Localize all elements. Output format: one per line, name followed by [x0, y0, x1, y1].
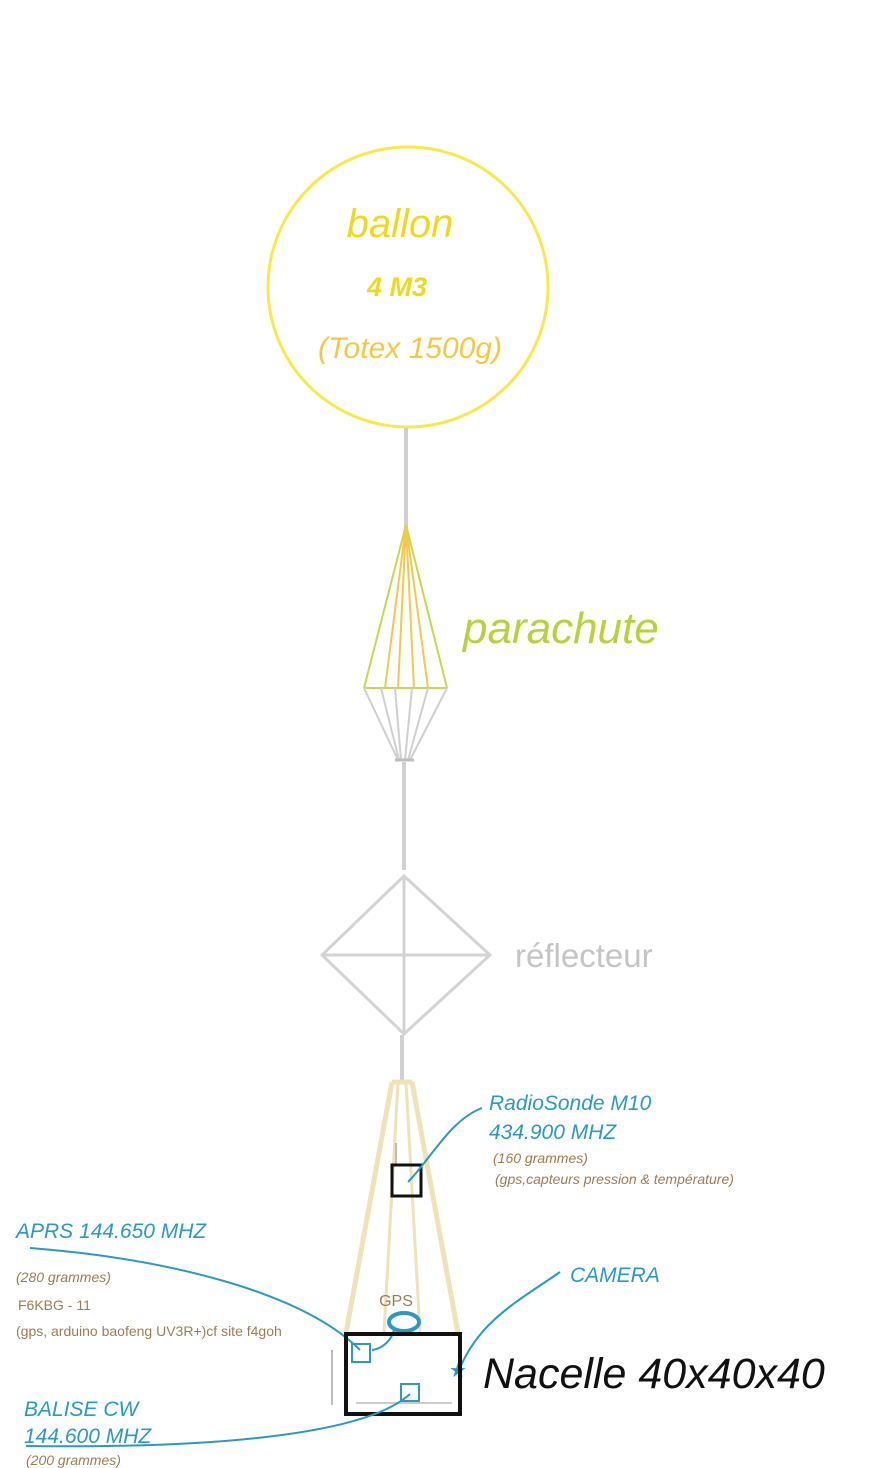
balise-frequency: 144.600 MHZ — [24, 1425, 152, 1448]
nacelle-box — [344, 1332, 462, 1416]
radiosonde-name: RadioSonde M10 — [489, 1092, 652, 1115]
parachute-label: parachute — [461, 604, 659, 653]
balloon-model: (Totex 1500g) — [318, 332, 502, 365]
parachute-shroud-lines — [363, 687, 448, 762]
balloon-title: ballon — [347, 202, 454, 246]
radar-reflector — [319, 873, 493, 1037]
reflector-label: réflecteur — [515, 937, 653, 974]
balloon: ballon 4 M3 (Totex 1500g) — [266, 145, 550, 429]
aprs-module — [351, 1343, 371, 1363]
balloon-volume: 4 M3 — [366, 272, 427, 302]
parachute: parachute — [363, 524, 659, 762]
camera-label: CAMERA — [570, 1264, 660, 1287]
radiosonde-details: (gps,capteurs pression & température) — [495, 1171, 734, 1187]
radiosonde-box — [390, 1163, 423, 1198]
balloon-envelope — [266, 145, 550, 429]
balise-cw: BALISE CW 144.600 MHZ (200 grammes) — [24, 1393, 411, 1468]
gps-antenna — [387, 1311, 421, 1333]
radiosonde-pointer — [407, 1107, 483, 1183]
nacelle: Nacelle 40x40x40 — [331, 1332, 825, 1416]
balise-name: BALISE CW — [24, 1398, 141, 1421]
gps-label: GPS — [379, 1293, 413, 1310]
radiosonde: RadioSonde M10 434.900 MHZ (160 grammes)… — [390, 1092, 734, 1198]
aprs-callsign: F6KBG - 11 — [18, 1297, 91, 1313]
aprs-details: (gps, arduino baofeng UV3R+)cf site f4go… — [16, 1323, 282, 1339]
radiosonde-weight: (160 grammes) — [493, 1150, 588, 1166]
aprs-pointer — [29, 1247, 361, 1351]
balise-module — [400, 1383, 420, 1402]
suspension-cords — [400, 428, 408, 1082]
radiosonde-frequency: 434.900 MHZ — [489, 1121, 617, 1144]
aprs-weight: (280 grammes) — [16, 1269, 111, 1285]
balise-weight: (200 grammes) — [26, 1452, 121, 1468]
parachute-canopy — [363, 524, 448, 689]
gps: GPS — [371, 1293, 421, 1351]
aprs-tracker: APRS 144.650 MHZ (280 grammes) F6KBG - 1… — [14, 1220, 361, 1351]
aprs-name: APRS 144.650 MHZ — [14, 1220, 207, 1243]
balise-pointer — [25, 1393, 411, 1448]
nacelle-label: Nacelle 40x40x40 — [483, 1350, 825, 1398]
nacelle-harness — [343, 1079, 461, 1334]
camera-pointer — [459, 1271, 561, 1369]
camera: CAMERA ★ — [449, 1264, 660, 1382]
